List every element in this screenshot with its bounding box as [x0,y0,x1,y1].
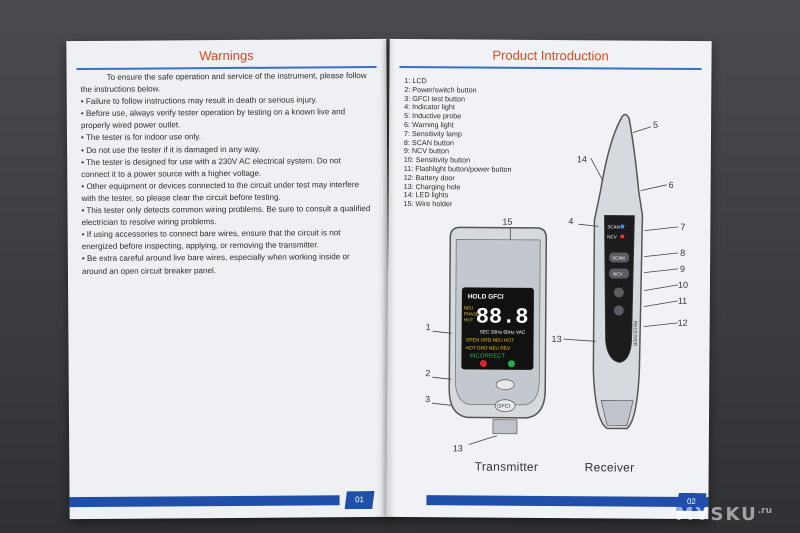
lcd-incorrect: INCORRECT [469,353,505,359]
lcd-sec-line: SEC 50Hz 60Hz VAC [480,330,526,336]
transmitter-device: HOLD GFCI 88.8 NEU PHASE HOT SEC 50Hz 60… [448,226,548,435]
book-gutter [381,40,395,518]
warning-item: • Be extra careful around live bare wire… [81,252,350,276]
lcd-label: NEU [464,305,474,310]
warning-item: • This tester only detects common wiring… [81,204,371,228]
callout-9: 9 [680,264,685,274]
warning-item: • Before use, always verify tester opera… [80,107,346,131]
callout-15: 15 [502,217,512,227]
warning-item: • Other equipment or devices connected t… [81,179,360,203]
gfci-button-label: GFCI [497,404,511,410]
gfci-button [494,399,516,413]
watermark-text: MYSKU [675,504,758,525]
flashlight-button [613,305,624,316]
leader-lines [432,126,679,445]
sensitivity-button [613,287,624,298]
lcd-header: HOLD GFCI [468,293,504,300]
page-product-introduction: Product Introduction 1: LCD 2: Power/swi… [386,38,712,520]
callout-12: 12 [678,318,688,328]
lcd-screen [461,287,534,370]
check-icon [507,360,515,368]
scan-button [609,252,630,263]
ncv-button-label: NCV [613,271,623,276]
callout-2: 2 [425,368,430,378]
lcd-label: PHASE [464,311,479,316]
page-warnings: Warnings To ensure the safe operation an… [66,38,390,520]
product-diagram: HOLD GFCI 88.8 NEU PHASE HOT SEC 50Hz 60… [425,113,688,454]
footer-band [69,495,340,508]
callout-8: 8 [680,248,685,258]
callout-14: 14 [577,154,587,164]
watermark: MYSKU.ru [676,504,772,525]
page-title: Warnings [199,47,254,64]
indicator-light [620,224,625,229]
title-underline [76,65,377,70]
callout-numbers: 1 2 3 4 5 6 7 8 9 10 11 12 13 13 14 15 [425,120,688,454]
footer-band [426,495,709,508]
receiver-body-label: RECEIVER [632,321,638,347]
callout-7: 7 [680,222,685,232]
lcd-line: OPEN GRD NEU HOT [466,337,515,343]
callout-13-transmitter: 13 [453,443,463,453]
intro-paragraph: To ensure the safe operation and service… [80,71,367,95]
caption-receiver: Receiver [584,460,635,475]
callout-5: 5 [653,120,658,130]
receiver-device: SCAN NCV SCAN NCV RECEIVER [592,113,644,430]
callout-1: 1 [426,322,431,332]
wire-holder [600,399,634,426]
lcd-line: HOT GRD NEU REV [465,345,511,351]
callout-10: 10 [678,280,688,290]
cross-icon [479,360,487,368]
warnings-text: To ensure the safe operation and service… [81,70,372,278]
scan-led-label: SCAN [607,224,620,229]
callout-13-receiver: 13 [552,334,562,344]
scan-button-label: SCAN [612,255,625,260]
callout-4: 4 [568,216,573,226]
warning-item: • The tester is designed for use with a … [81,155,341,179]
page-number: 01 [344,491,374,509]
charging-port [492,419,518,435]
warning-item: • If using accessories to connect bare w… [81,228,341,252]
warning-light [620,234,625,239]
caption-transmitter: Transmitter [474,459,539,474]
lcd-digits: 88.8 [476,304,529,329]
callout-11: 11 [678,296,687,306]
lcd-label: HOT [464,317,474,322]
power-button [495,379,515,391]
callout-6: 6 [669,180,674,190]
ncv-led-label: NCV [607,234,617,239]
ncv-button [609,268,630,279]
watermark-suffix: .ru [757,506,772,516]
callout-3: 3 [425,394,430,404]
